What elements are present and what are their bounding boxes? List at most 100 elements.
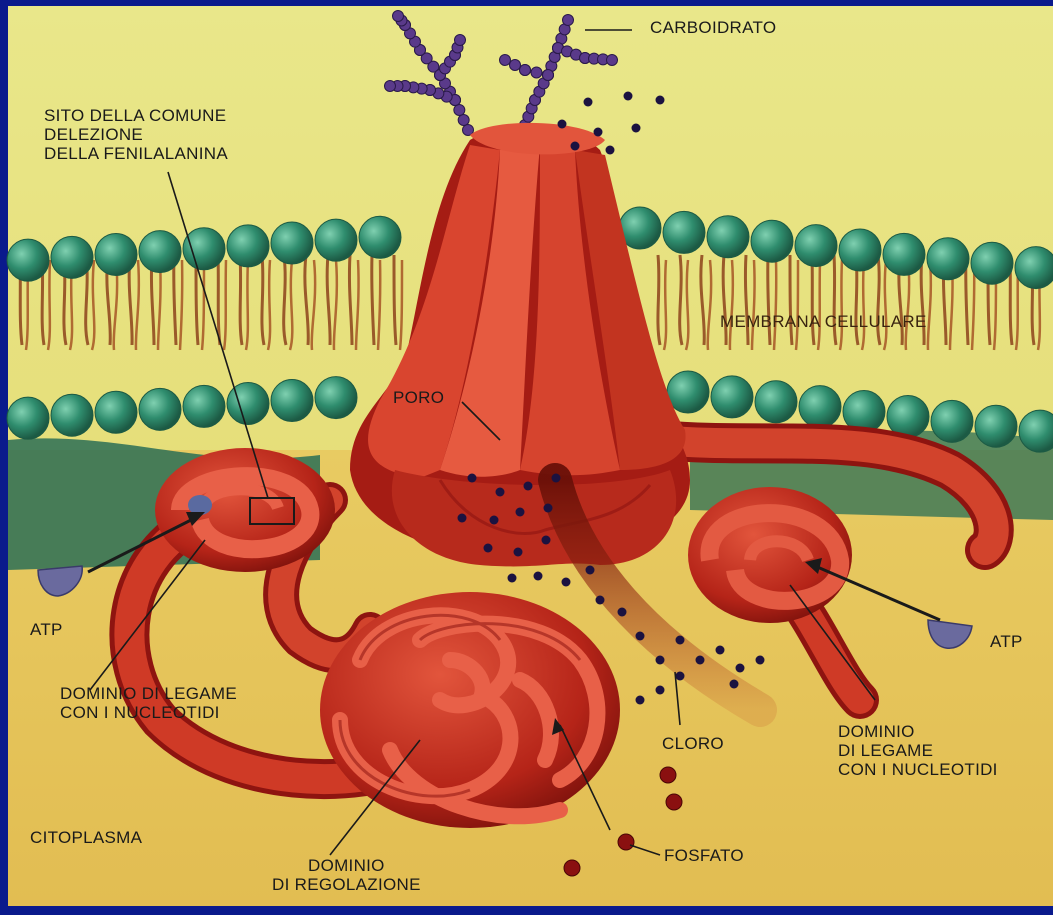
label-chloride: CLORO (662, 734, 724, 753)
lipid-head (227, 382, 269, 424)
lipid-head (183, 228, 225, 270)
phosphate-bead (618, 834, 634, 850)
chloride-ion (596, 596, 605, 605)
label-deletion-site-line-2: DELEZIONE (44, 125, 228, 144)
label-regulatory-domain-line-1: DOMINIO (272, 856, 421, 875)
label-phosphate: FOSFATO (664, 846, 744, 865)
lipid-head (839, 229, 881, 271)
lipid-tail (658, 255, 660, 345)
label-nucleotide-domain-right-line-3: CON I NUCLEOTIDI (838, 760, 998, 779)
chloride-ion (636, 696, 645, 705)
chloride-ion (571, 142, 580, 151)
chloride-ion (624, 92, 633, 101)
lipid-head (795, 225, 837, 267)
label-regulatory-domain: DOMINIO DI REGOLAZIONE (272, 856, 421, 894)
chloride-ion (468, 474, 477, 483)
carbohydrate-bead (510, 60, 521, 71)
chloride-ion (730, 680, 739, 689)
lipid-head (227, 225, 269, 267)
lipid-head (667, 371, 709, 413)
lipid-head (95, 233, 137, 275)
label-nucleotide-domain-left: DOMINIO DI LEGAME CON I NUCLEOTIDI (60, 684, 237, 722)
label-nucleotide-domain-left-line-2: CON I NUCLEOTIDI (60, 703, 237, 722)
lipid-tail (834, 255, 836, 345)
chloride-ion (524, 482, 533, 491)
chloride-ion (552, 474, 561, 483)
lipid-tail (218, 255, 220, 345)
lipid-head (971, 242, 1013, 284)
label-pore: PORO (393, 388, 444, 407)
chloride-ion (656, 96, 665, 105)
carbohydrate-bead (454, 105, 465, 116)
chloride-ion (736, 664, 745, 673)
label-nucleotide-domain-right-line-2: DI LEGAME (838, 741, 998, 760)
chloride-ion (606, 146, 615, 155)
lipid-head (707, 216, 749, 258)
label-atp-left: ATP (30, 620, 63, 639)
lipid-head (663, 211, 705, 253)
carbohydrate-bead (385, 81, 396, 92)
label-deletion-site-line-1: SITO DELLA COMUNE (44, 106, 228, 125)
chloride-ion (676, 672, 685, 681)
lipid-tail (262, 255, 264, 345)
lipid-tail (240, 255, 242, 345)
chloride-ion (584, 98, 593, 107)
chloride-ion (542, 536, 551, 545)
label-deletion-site: SITO DELLA COMUNE DELEZIONE DELLA FENILA… (44, 106, 228, 163)
lipid-head (51, 394, 93, 436)
lipid-head (139, 231, 181, 273)
label-nucleotide-domain-right-line-1: DOMINIO (838, 722, 998, 741)
chloride-ion (490, 516, 499, 525)
carbohydrate-bead (455, 35, 466, 46)
chloride-ion (516, 508, 525, 517)
lipid-head (711, 376, 753, 418)
lipid-head (95, 391, 137, 433)
chloride-ion (534, 572, 543, 581)
chloride-ion (508, 574, 517, 583)
chloride-ion (618, 608, 627, 617)
left-nucleotide-binding-domain (155, 448, 335, 572)
carbohydrate-bead (607, 55, 618, 66)
lipid-head (1015, 247, 1053, 289)
phosphate-bead (660, 767, 676, 783)
lipid-head (751, 220, 793, 262)
phosphate-bead (564, 860, 580, 876)
chloride-ion (636, 632, 645, 641)
lipid-head (183, 385, 225, 427)
lipid-head (51, 236, 93, 278)
carbohydrate-bead (458, 115, 469, 126)
carbohydrate-bead (531, 67, 542, 78)
chloride-ion (594, 128, 603, 137)
label-nucleotide-domain-left-line-1: DOMINIO DI LEGAME (60, 684, 237, 703)
chloride-ion (756, 656, 765, 665)
carbohydrate-bead (543, 70, 554, 81)
lipid-head (359, 216, 401, 258)
chloride-ion (562, 578, 571, 587)
phosphate-bead (666, 794, 682, 810)
lipid-head (271, 380, 313, 422)
lipid-head (7, 397, 49, 439)
label-nucleotide-domain-right: DOMINIO DI LEGAME CON I NUCLEOTIDI (838, 722, 998, 779)
lipid-head (315, 219, 357, 261)
carbohydrate-bead (520, 65, 531, 76)
label-carbohydrate: CARBOIDRATO (650, 18, 776, 37)
chloride-ion (586, 566, 595, 575)
lipid-head (799, 386, 841, 428)
lipid-head (271, 222, 313, 264)
chloride-ion (458, 514, 467, 523)
carbohydrate-bead (500, 55, 511, 66)
chloride-ion (514, 548, 523, 557)
regulatory-domain (320, 592, 620, 828)
chloride-ion (558, 120, 567, 129)
label-cell-membrane: MEMBRANA CELLULARE (720, 312, 927, 331)
carbohydrate-bead (563, 15, 574, 26)
chloride-ion (496, 488, 505, 497)
label-cytoplasm: CITOPLASMA (30, 828, 142, 847)
chloride-ion (656, 656, 665, 665)
lipid-head (975, 405, 1017, 447)
lipid-head (139, 388, 181, 430)
lipid-head (927, 238, 969, 280)
chloride-ion (656, 686, 665, 695)
lipid-head (315, 377, 357, 419)
